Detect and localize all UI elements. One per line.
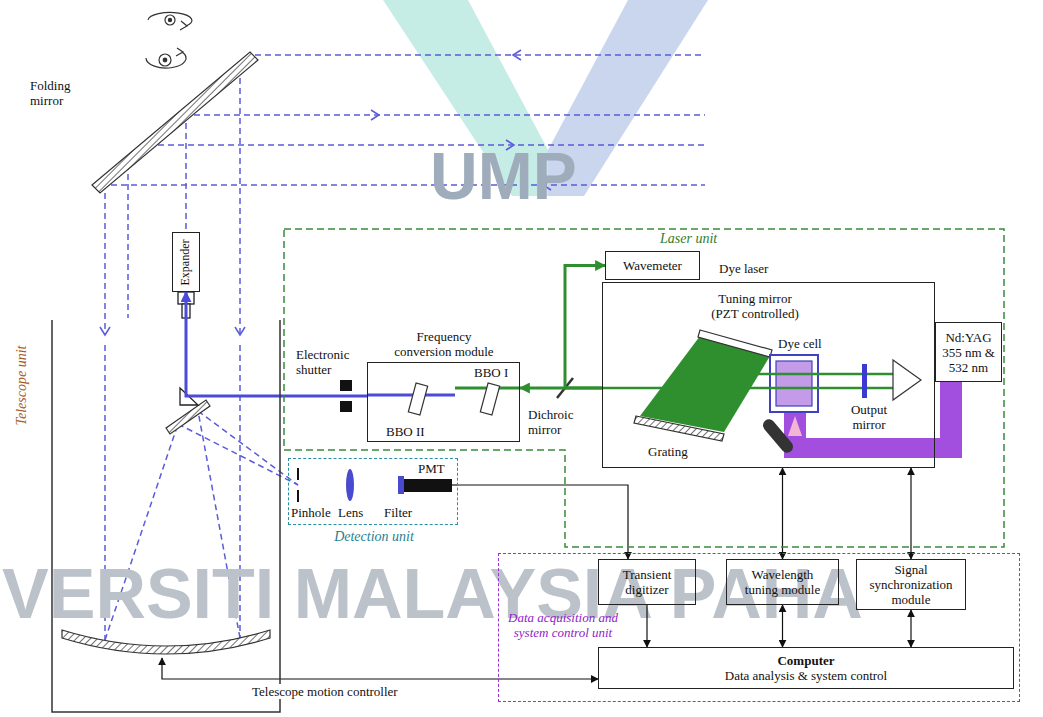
node-title: Dye laser bbox=[719, 261, 768, 276]
return-beams bbox=[100, 327, 110, 335]
process-box: Wavelength tuning module bbox=[726, 559, 839, 605]
part-label: Dichroic mirror bbox=[528, 407, 580, 437]
connector-arrow bbox=[565, 266, 605, 389]
node-outline bbox=[284, 229, 1004, 547]
node-title: Detection unit bbox=[289, 529, 459, 544]
node-title: Nd:YAG 355 nm & 532 nm bbox=[939, 330, 998, 375]
connector-arrow bbox=[782, 468, 783, 559]
part-label: BBO II bbox=[386, 424, 425, 439]
dye-laser-optics bbox=[698, 330, 772, 357]
part-label: Electronic shutter bbox=[296, 347, 360, 377]
dye-laser-optics bbox=[770, 355, 818, 412]
folding-mirror bbox=[92, 52, 258, 193]
frequency-conversion-optics bbox=[367, 394, 455, 397]
watermark-text: UMP bbox=[430, 140, 577, 212]
node-title: Transient digitizer bbox=[607, 567, 687, 597]
rotation-icons bbox=[180, 21, 187, 30]
part-label: Folding mirror bbox=[30, 78, 82, 108]
node-title: Frequency conversion module bbox=[390, 329, 498, 359]
expander-box: Expander bbox=[172, 232, 200, 292]
electronic-shutter bbox=[340, 401, 352, 412]
frequency-conversion-optics bbox=[480, 383, 499, 415]
rotation-icons bbox=[159, 54, 171, 66]
expander-optics bbox=[178, 292, 198, 405]
node-outline bbox=[8, 318, 284, 714]
telescope-unit: Telescope unit bbox=[8, 318, 284, 714]
detection-optics bbox=[346, 469, 354, 501]
dye-laser-optics bbox=[788, 416, 802, 436]
control-unit-region: Data acquisition and system control unit… bbox=[498, 553, 1020, 702]
process-box: Signal synchronization module bbox=[856, 559, 966, 610]
dye-laser-optics bbox=[862, 364, 867, 398]
computer-box: ComputerData analysis & system control bbox=[598, 647, 1014, 689]
return-beams bbox=[104, 183, 106, 335]
dye-laser-optics bbox=[776, 361, 812, 406]
return-beams bbox=[235, 327, 245, 335]
connector-arrow bbox=[782, 605, 783, 647]
return-beams bbox=[198, 411, 298, 485]
node-title: Expander bbox=[178, 239, 193, 285]
instrument-box: Wavemeter bbox=[605, 251, 700, 280]
node-text: Data analysis & system control bbox=[725, 668, 887, 683]
return-beams bbox=[371, 110, 379, 120]
part-label: PMT bbox=[418, 461, 445, 476]
part-label: BBO I bbox=[474, 365, 508, 380]
node-title: Data acquisition and system control unit bbox=[504, 610, 622, 640]
electronic-shutter bbox=[340, 380, 352, 391]
rotation-icons bbox=[165, 15, 175, 25]
process-box: Transient digitizer bbox=[598, 559, 696, 605]
node-title: Signal synchronization module bbox=[863, 562, 959, 607]
rotation-icons bbox=[146, 13, 192, 68]
part-label: Filter bbox=[384, 505, 412, 520]
detection-optics bbox=[398, 476, 404, 494]
rotation-icons bbox=[163, 58, 167, 62]
detection-optics bbox=[297, 468, 299, 502]
return-beams bbox=[255, 54, 705, 56]
telescope-optics bbox=[62, 630, 270, 654]
return-beams bbox=[185, 113, 187, 232]
connector-arrow bbox=[910, 468, 911, 559]
node-title: Wavemeter bbox=[623, 258, 682, 273]
node-title: Telescope unit bbox=[14, 345, 29, 425]
part-label: Lens bbox=[338, 505, 363, 520]
node-title: Wavelength tuning module bbox=[739, 567, 826, 597]
detection-optics bbox=[404, 479, 452, 492]
return-beams bbox=[148, 144, 705, 146]
dye-laser-optics bbox=[634, 416, 724, 441]
part-label: Output mirror bbox=[840, 402, 898, 432]
frequency-conversion-optics bbox=[367, 383, 520, 415]
part-label: Grating bbox=[648, 444, 688, 459]
node-outline bbox=[52, 320, 280, 712]
connector-arrow bbox=[646, 605, 647, 647]
dye-laser-optics bbox=[602, 374, 893, 388]
rotation-icons bbox=[176, 48, 183, 56]
node-title: Computer bbox=[777, 653, 834, 668]
frequency-conversion-optics bbox=[408, 383, 427, 415]
laser-unit-region: Laser unitWavemeter Dye laserFrequency co… bbox=[283, 228, 1005, 548]
connector-arrow bbox=[910, 610, 911, 647]
return-beams bbox=[100, 50, 705, 640]
return-beams bbox=[184, 114, 705, 116]
return-beams bbox=[239, 68, 241, 335]
pump-laser-box: Nd:YAG 355 nm & 532 nm bbox=[935, 322, 1002, 382]
node-title: Laser unit bbox=[660, 231, 717, 246]
dye-laser-optics bbox=[893, 360, 921, 400]
connector-arrow bbox=[520, 387, 602, 390]
connector-arrow bbox=[162, 658, 598, 679]
return-beams bbox=[101, 184, 705, 186]
watermark-text: VERSITI MALAYSIA PAHA bbox=[2, 556, 863, 633]
part-label: Dye cell bbox=[778, 336, 822, 351]
part-label: Tuning mirror (PZT controlled) bbox=[703, 291, 807, 321]
return-beams bbox=[127, 164, 129, 318]
dye-laser-optics bbox=[602, 330, 962, 458]
edge-label: Telescope motion controller bbox=[250, 684, 400, 699]
return-beams bbox=[513, 50, 521, 60]
dye-laser-optics bbox=[761, 417, 796, 455]
part-label: Pinhole bbox=[291, 505, 331, 520]
connector-arrow bbox=[458, 485, 628, 559]
connector-arrow bbox=[186, 292, 367, 396]
rotation-icons bbox=[168, 18, 171, 21]
